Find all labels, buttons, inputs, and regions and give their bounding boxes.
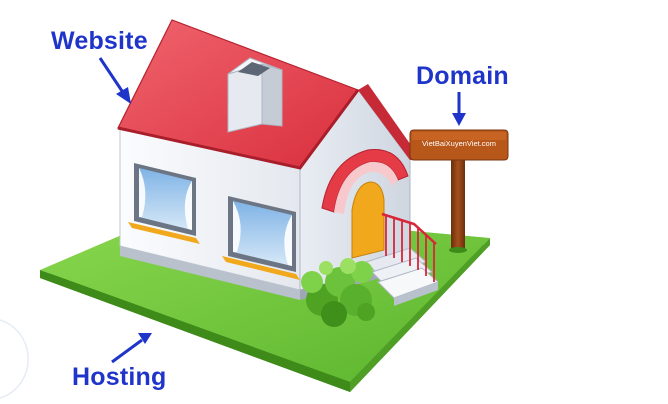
website-label: Website	[51, 27, 148, 55]
sign-text: VietBaiXuyenViet.com	[422, 139, 496, 148]
domain-sign	[409, 129, 509, 253]
house	[117, 19, 439, 327]
porch-awning	[321, 149, 409, 214]
arrow-up-right-icon	[111, 333, 152, 364]
window-right	[222, 196, 300, 280]
domain-label: Domain	[416, 62, 509, 90]
door	[351, 181, 385, 259]
background-circle	[0, 319, 29, 399]
arrow-down-icon	[452, 92, 466, 126]
window-left	[128, 163, 200, 244]
hosting-label: Hosting	[72, 363, 167, 391]
arrow-down-left-icon	[98, 57, 131, 104]
porch-steps	[365, 212, 439, 306]
bush	[301, 258, 375, 327]
